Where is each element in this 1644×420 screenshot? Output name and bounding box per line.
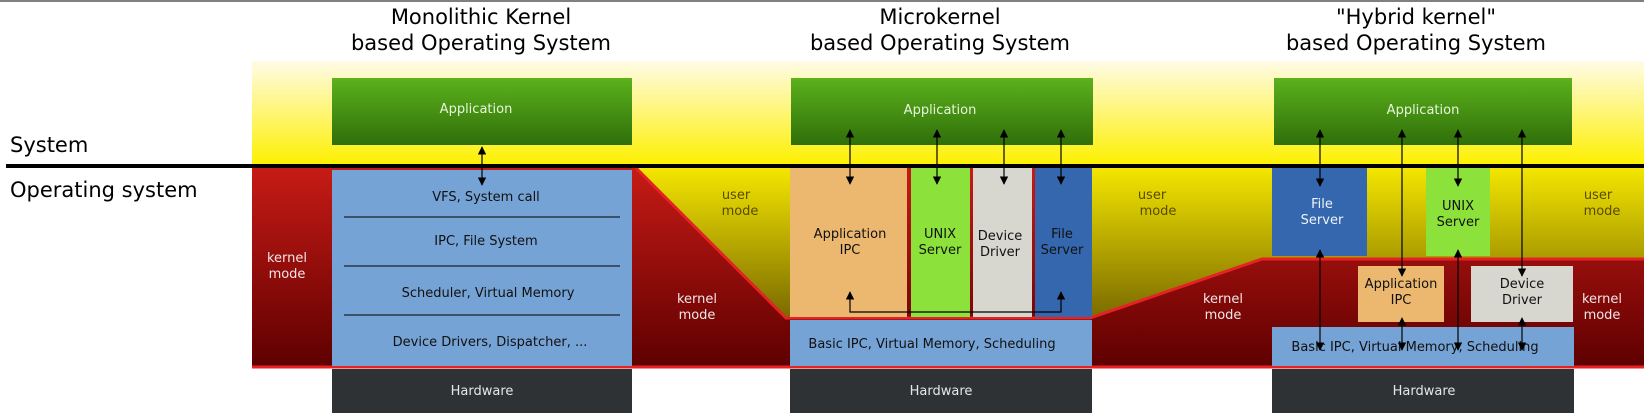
mode-label-kernel-4: kernel mode [1582, 292, 1622, 323]
svg-text:Application: Application [814, 227, 887, 242]
mode-label-user-3: user mode [1584, 188, 1621, 219]
svg-text:user: user [1584, 188, 1613, 203]
svg-text:kernel: kernel [1582, 292, 1622, 307]
svg-text:based Operating System: based Operating System [810, 31, 1070, 55]
svg-text:IPC: IPC [1391, 293, 1412, 308]
svg-text:Monolithic Kernel: Monolithic Kernel [391, 5, 571, 29]
svg-text:Application: Application [1387, 103, 1460, 118]
svg-text:mode: mode [722, 204, 759, 219]
svg-text:based Operating System: based Operating System [351, 31, 611, 55]
micro-file-server: File Server [1035, 168, 1092, 317]
monolithic-layer-ipc: IPC, File System [434, 234, 537, 249]
user-mode-region-1 [636, 166, 790, 318]
svg-text:mode: mode [679, 308, 716, 323]
svg-text:user: user [1138, 188, 1167, 203]
svg-text:Basic IPC, Virtual Memory, Sch: Basic IPC, Virtual Memory, Scheduling [808, 337, 1055, 352]
svg-text:Basic IPC, Virtual Memory, Sch: Basic IPC, Virtual Memory, Scheduling [1291, 340, 1538, 355]
svg-text:user: user [722, 188, 751, 203]
svg-text:File: File [1051, 227, 1073, 242]
kernel-boundary-line [634, 166, 1644, 320]
micro-app-ipc-server: Application IPC [790, 168, 907, 317]
mode-label-user-1: user mode [722, 188, 759, 219]
svg-text:Driver: Driver [980, 245, 1021, 260]
svg-text:Hardware: Hardware [1393, 384, 1456, 399]
svg-text:Application: Application [1365, 277, 1438, 292]
micro-kernel-box: Basic IPC, Virtual Memory, Scheduling [790, 320, 1092, 366]
title-microkernel: Microkernel based Operating System [810, 5, 1070, 55]
micro-device-driver: Device Driver [973, 168, 1032, 317]
mode-label-kernel-2: kernel mode [677, 292, 717, 323]
svg-text:mode: mode [269, 267, 306, 282]
micro-application-box: Application [791, 78, 1093, 145]
hybrid-app-ipc: Application IPC [1358, 266, 1444, 322]
monolithic-layer-vfs: VFS, System call [432, 190, 540, 205]
svg-text:Server: Server [1437, 215, 1480, 230]
monolithic-layer-drivers: Device Drivers, Dispatcher, ... [393, 335, 588, 350]
hybrid-arrows [1315, 129, 1527, 351]
micro-unix-server: UNIX Server [911, 168, 970, 317]
svg-text:based Operating System: based Operating System [1286, 31, 1546, 55]
svg-text:Hardware: Hardware [910, 384, 973, 399]
svg-text:kernel: kernel [677, 292, 717, 307]
svg-text:mode: mode [1584, 308, 1621, 323]
svg-text:mode: mode [1584, 204, 1621, 219]
label-system: System [10, 133, 88, 157]
svg-text:mode: mode [1205, 308, 1242, 323]
monolithic-application-box: Application [332, 78, 632, 145]
mode-label-user-2: user mode [1138, 188, 1177, 219]
hybrid-application-box: Application [1274, 78, 1572, 145]
label-operating-system: Operating system [10, 178, 198, 202]
mode-label-kernel-1: kernel mode [267, 251, 307, 282]
svg-text:IPC: IPC [840, 243, 861, 258]
svg-text:Device: Device [1500, 277, 1544, 292]
svg-text:Server: Server [1301, 213, 1344, 228]
svg-text:"Hybrid kernel": "Hybrid kernel" [1336, 5, 1496, 29]
micro-arrows [845, 129, 1066, 313]
svg-text:Driver: Driver [1502, 293, 1543, 308]
monolithic-hardware: Hardware [332, 369, 632, 413]
title-hybrid: "Hybrid kernel" based Operating System [1286, 5, 1546, 55]
svg-text:Application: Application [440, 102, 513, 117]
hybrid-hardware: Hardware [1272, 369, 1574, 413]
monolithic-layer-scheduler: Scheduler, Virtual Memory [402, 286, 575, 301]
micro-hardware: Hardware [790, 369, 1092, 413]
svg-text:kernel: kernel [267, 251, 307, 266]
svg-text:UNIX: UNIX [924, 227, 956, 242]
svg-text:UNIX: UNIX [1442, 199, 1474, 214]
mode-label-kernel-3: kernel mode [1203, 292, 1243, 323]
svg-text:Server: Server [1041, 243, 1084, 258]
svg-text:Application: Application [904, 103, 977, 118]
svg-text:File: File [1311, 197, 1333, 212]
svg-text:Microkernel: Microkernel [879, 5, 1000, 29]
hybrid-kernel-box: Basic IPC, Virtual Memory, Scheduling [1272, 327, 1574, 366]
svg-text:mode: mode [1140, 204, 1177, 219]
svg-text:Hardware: Hardware [451, 384, 514, 399]
svg-text:Server: Server [919, 243, 962, 258]
title-monolithic: Monolithic Kernel based Operating System [351, 5, 611, 55]
svg-text:kernel: kernel [1203, 292, 1243, 307]
svg-text:Device: Device [978, 229, 1022, 244]
monolithic-kernel-box [332, 170, 632, 366]
